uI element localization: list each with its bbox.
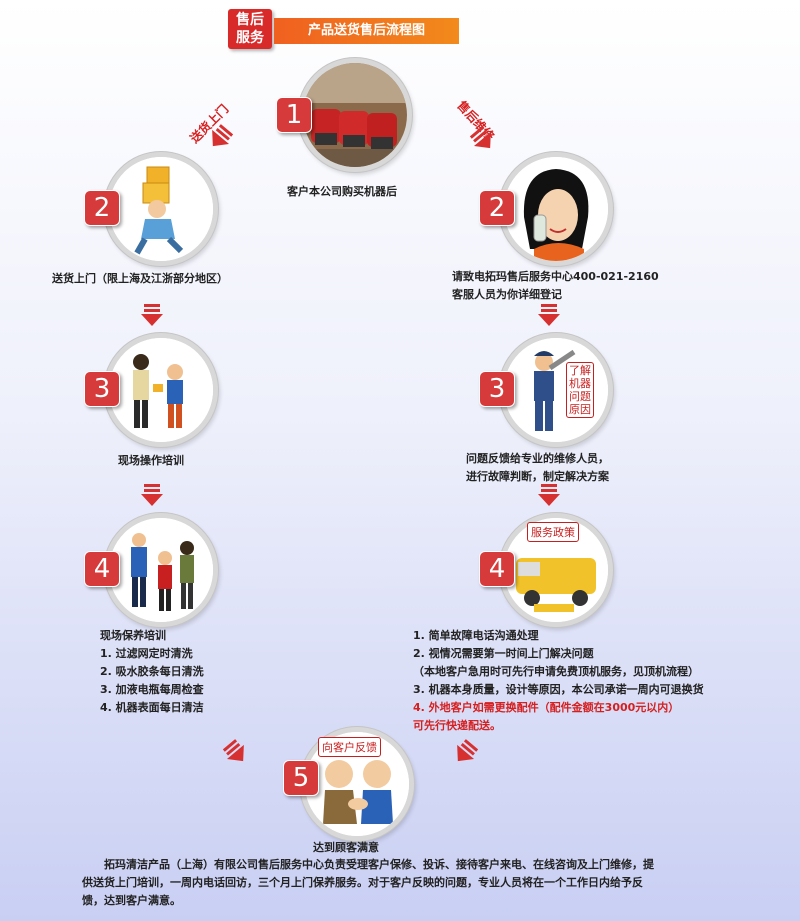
right-step3-line2: 进行故障判断，制定解决方案: [466, 470, 609, 483]
left-step4-number: 4: [84, 551, 120, 587]
arrow-left-3-4: [141, 484, 163, 506]
badge-line: 原因: [569, 403, 591, 416]
left-step4-item: 3. 加液电瓶每周检查: [100, 683, 204, 696]
right-step4-item: 1. 简单故障电话沟通处理: [413, 629, 539, 642]
right-step2-text: 请致电拓玛售后服务中心400-021-2160 客服人员为你详细登记: [452, 268, 659, 304]
arrow-right-to-5: [449, 737, 481, 769]
left-step3-image: [104, 333, 218, 447]
right-step4-item: 3. 机器本身质量，设计等原因，本公司承诺一周内可退换货: [413, 683, 704, 696]
step5-number: 5: [283, 760, 319, 796]
right-step3-image: [499, 333, 613, 447]
right-step2-line1: 请致电拓玛售后服务中心400-021-2160: [452, 270, 659, 283]
right-step3-text: 问题反馈给专业的维修人员， 进行故障判断，制定解决方案: [466, 450, 609, 486]
left-step2-image: [104, 152, 218, 266]
left-step3-caption: 现场操作培训: [118, 454, 184, 467]
left-step2-number: 2: [84, 190, 120, 226]
left-step4-item: 1. 过滤网定时清洗: [100, 647, 193, 660]
after-sales-tag: 售后 服务: [228, 9, 272, 49]
right-step4-item: 2. 视情况需要第一时间上门解决问题: [413, 647, 594, 660]
tag-line-1: 售后: [236, 12, 264, 28]
arrow-left-to-5: [220, 737, 252, 769]
step5-caption: 达到顾客满意: [313, 841, 379, 854]
understand-problem-badge: 了解 机器 问题 原因: [566, 362, 594, 418]
left-step4-item: 4. 机器表面每日清洁: [100, 701, 204, 714]
left-step4-list: 现场保养培训 1. 过滤网定时清洗 2. 吸水胶条每日清洗 3. 加液电瓶每周检…: [100, 627, 204, 717]
badge-line: 问题: [569, 390, 591, 403]
arrow-to-delivery: [204, 122, 236, 154]
arrow-right-2-3: [538, 304, 560, 326]
right-step4-number: 4: [479, 551, 515, 587]
right-step3-line1: 问题反馈给专业的维修人员，: [466, 452, 609, 465]
left-step4-image: [104, 513, 218, 627]
arrow-right-3-4: [538, 484, 560, 506]
right-step2-image: [499, 152, 613, 266]
tag-line-2: 服务: [236, 30, 264, 46]
step1-caption: 客户本公司购买机器后: [287, 185, 397, 198]
feedback-badge: 向客户反馈: [318, 737, 381, 757]
step1-number: 1: [276, 97, 312, 133]
page-title: 产品送货售后流程图: [274, 18, 459, 44]
right-step3-number: 3: [479, 371, 515, 407]
right-step4-last-item: 可先行快递配送。: [413, 719, 501, 732]
left-step2-caption: 送货上门（限上海及江浙部分地区）: [52, 272, 228, 285]
footer-description: 拓玛清洁产品（上海）有限公司售后服务中心负责受理客户保修、投诉、接待客户来电、在…: [82, 858, 654, 907]
arrow-left-2-3: [141, 304, 163, 326]
right-step4-list: 1. 简单故障电话沟通处理 2. 视情况需要第一时间上门解决问题 （本地客户急用…: [413, 627, 704, 735]
left-step4-item: 2. 吸水胶条每日清洗: [100, 665, 204, 678]
right-step4-red-item: 4. 外地客户如需更换配件（配件金额在3000元以内）: [413, 701, 680, 714]
arrow-to-repair: [467, 124, 499, 156]
step1-image: [298, 58, 412, 172]
badge-line: 了解: [569, 364, 591, 377]
left-step3-number: 3: [84, 371, 120, 407]
right-step2-number: 2: [479, 190, 515, 226]
left-step4-title: 现场保养培训: [100, 629, 166, 642]
badge-line: 机器: [569, 377, 591, 390]
right-step2-line2: 客服人员为你详细登记: [452, 288, 562, 301]
service-policy-badge: 服务政策: [527, 522, 579, 542]
right-step4-item: （本地客户急用时可先行申请免费顶机服务，见顶机流程）: [413, 665, 699, 678]
